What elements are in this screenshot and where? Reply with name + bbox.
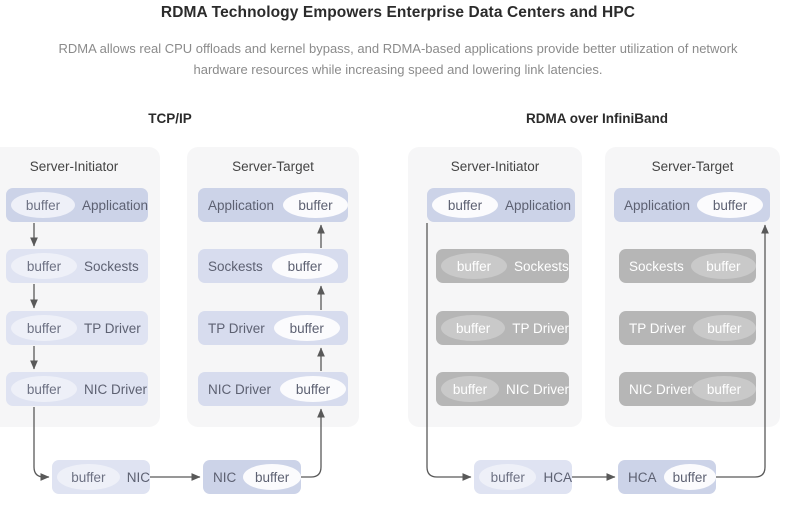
layer-tcp-initiator-application[interactable]: buffer Application — [6, 188, 148, 222]
box-tcp-initiator-nic[interactable]: buffer NIC — [52, 460, 150, 494]
buffer-pill: buffer — [280, 376, 346, 402]
layer-label: Application — [624, 197, 691, 213]
buffer-pill: buffer — [692, 376, 756, 402]
layer-label: Sockests — [208, 258, 263, 274]
layer-label: TP Driver — [512, 320, 569, 336]
buffer-pill: buffer — [57, 464, 120, 490]
layer-tcp-target-nic-driver[interactable]: NIC Driver buffer — [198, 372, 348, 406]
buffer-pill: buffer — [663, 464, 716, 490]
buffer-pill: buffer — [441, 376, 499, 402]
layer-label: TP Driver — [629, 320, 686, 336]
layer-label: Sockests — [84, 258, 139, 274]
page-subtitle: RDMA allows real CPU offloads and kernel… — [58, 41, 738, 77]
layer-tcp-target-sockests[interactable]: Sockests buffer — [198, 249, 348, 283]
panel-title-rdma-initiator: Server-Initiator — [450, 159, 540, 174]
layer-label: Application — [208, 197, 275, 213]
layer-label: NIC Driver — [208, 381, 271, 397]
layer-tcp-initiator-sockests[interactable]: buffer Sockests — [6, 249, 148, 283]
layer-tcp-target-application[interactable]: Application buffer — [198, 188, 348, 222]
layer-rdma-target-application[interactable]: Application buffer — [614, 188, 770, 222]
layer-label: Sockests — [514, 258, 569, 274]
layer-label: NIC — [213, 469, 237, 485]
layer-label: NIC — [126, 469, 150, 485]
box-rdma-target-hca[interactable]: HCA buffer — [618, 460, 716, 494]
buffer-pill: buffer — [11, 376, 77, 402]
buffer-pill: buffer — [692, 315, 756, 341]
layer-rdma-target-tp-driver[interactable]: TP Driver buffer — [619, 311, 756, 345]
buffer-pill: buffer — [271, 253, 338, 279]
buffer-pill: buffer — [441, 253, 507, 279]
layer-tcp-initiator-tp-driver[interactable]: buffer TP Driver — [6, 311, 148, 345]
layer-label: NIC Driver — [84, 381, 147, 397]
layer-rdma-initiator-nic-driver[interactable]: buffer NIC Driver — [436, 372, 569, 406]
panel-title-tcp-target: Server-Target — [232, 159, 314, 174]
layer-tcp-target-tp-driver[interactable]: TP Driver buffer — [198, 311, 348, 345]
buffer-pill: buffer — [11, 192, 75, 218]
buffer-pill: buffer — [283, 192, 348, 218]
buffer-pill: buffer — [479, 464, 537, 490]
layer-label: NIC Driver — [506, 381, 569, 397]
panel-title-tcp-initiator: Server-Initiator — [29, 159, 119, 174]
layer-tcp-initiator-nic-driver[interactable]: buffer NIC Driver — [6, 372, 148, 406]
layer-label: TP Driver — [84, 320, 141, 336]
buffer-pill: buffer — [697, 192, 764, 218]
layer-label: Sockests — [629, 258, 684, 274]
layer-label: Application — [81, 197, 148, 213]
buffer-pill: buffer — [441, 315, 506, 341]
layer-label: Application — [505, 197, 572, 213]
page-title: RDMA Technology Empowers Enterprise Data… — [160, 4, 636, 21]
layer-rdma-target-sockests[interactable]: Sockests buffer — [619, 249, 756, 283]
buffer-pill: buffer — [690, 253, 756, 279]
layer-label: HCA — [628, 469, 657, 485]
layer-rdma-target-nic-driver[interactable]: NIC Driver buffer — [619, 372, 756, 406]
layer-label: HCA — [543, 469, 572, 485]
buffer-pill: buffer — [273, 315, 340, 341]
layer-label: NIC Driver — [629, 381, 692, 397]
buffer-pill: buffer — [11, 253, 77, 279]
layer-rdma-initiator-sockests[interactable]: buffer Sockests — [436, 249, 569, 283]
buffer-pill: buffer — [11, 315, 77, 341]
panel-title-rdma-target: Server-Target — [651, 159, 734, 174]
section-heading-rdma: RDMA over InfiniBand — [525, 111, 668, 126]
box-rdma-initiator-hca[interactable]: buffer HCA — [474, 460, 572, 494]
layer-label: TP Driver — [208, 320, 265, 336]
box-tcp-target-nic[interactable]: NIC buffer — [203, 460, 301, 494]
layer-rdma-initiator-application[interactable]: buffer Application — [427, 188, 575, 222]
section-heading-tcpip: TCP/IP — [148, 111, 192, 126]
buffer-pill: buffer — [432, 192, 498, 218]
buffer-pill: buffer — [243, 464, 301, 490]
layer-rdma-initiator-tp-driver[interactable]: buffer TP Driver — [436, 311, 569, 345]
